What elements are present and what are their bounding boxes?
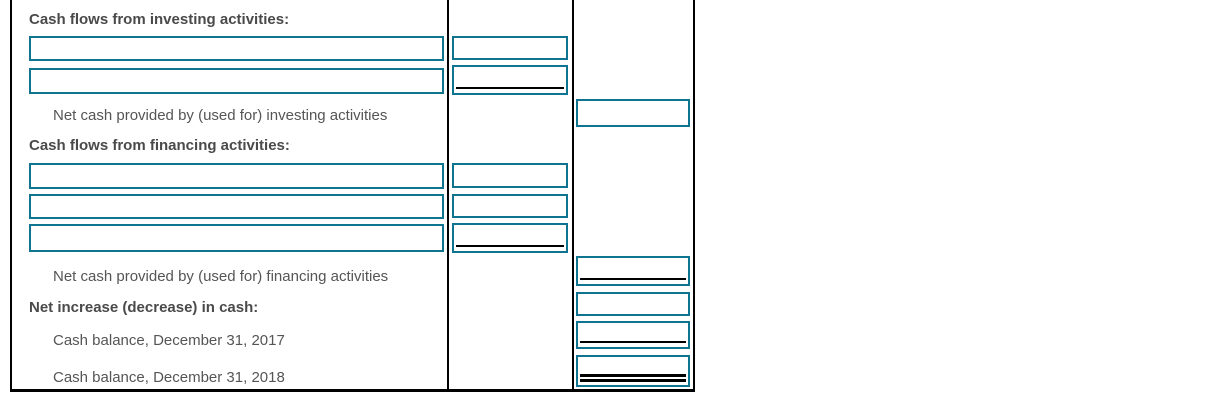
financing-line1-description-field[interactable] bbox=[31, 165, 442, 187]
net-increase-field[interactable] bbox=[578, 294, 688, 314]
cash-balance-2018-field[interactable] bbox=[578, 357, 688, 385]
financing-line2-amount-input[interactable] bbox=[452, 194, 568, 218]
financing-line3-amount-input[interactable] bbox=[452, 223, 568, 253]
financing-line3-amount-field[interactable] bbox=[454, 225, 566, 251]
financing-line1-amount-field[interactable] bbox=[454, 165, 566, 186]
cash-balance-2017-field[interactable] bbox=[578, 323, 688, 347]
table-right-border bbox=[693, 0, 695, 392]
investing-line2-amount-field[interactable] bbox=[454, 67, 566, 93]
net-investing-total-field[interactable] bbox=[578, 101, 688, 125]
financing-section-heading: Cash flows from financing activities: bbox=[29, 137, 290, 154]
investing-line1-amount-field[interactable] bbox=[454, 38, 566, 58]
table-left-border bbox=[10, 0, 12, 392]
financing-line1-description-input[interactable] bbox=[29, 163, 444, 189]
investing-line2-description-field[interactable] bbox=[31, 70, 442, 92]
cash-balance-2018-input[interactable] bbox=[576, 355, 690, 387]
cash-balance-2017-input[interactable] bbox=[576, 321, 690, 349]
financing-line3-description-input[interactable] bbox=[29, 224, 444, 252]
financing-line2-description-input[interactable] bbox=[29, 194, 444, 219]
net-increase-input[interactable] bbox=[576, 292, 690, 316]
table-column-divider-2 bbox=[572, 0, 574, 392]
investing-line1-amount-input[interactable] bbox=[452, 36, 568, 60]
net-financing-total-field[interactable] bbox=[578, 258, 688, 284]
financing-line1-amount-input[interactable] bbox=[452, 163, 568, 188]
investing-line1-description-field[interactable] bbox=[31, 38, 442, 59]
financing-line2-amount-field[interactable] bbox=[454, 196, 566, 216]
financing-line3-description-field[interactable] bbox=[31, 226, 442, 250]
table-bottom-border bbox=[10, 389, 695, 392]
cash-balance-2018-label: Cash balance, December 31, 2018 bbox=[53, 369, 285, 386]
net-investing-total-input[interactable] bbox=[576, 99, 690, 127]
table-column-divider-1 bbox=[447, 0, 449, 392]
net-financing-total-input[interactable] bbox=[576, 256, 690, 286]
cash-balance-2017-label: Cash balance, December 31, 2017 bbox=[53, 332, 285, 349]
investing-line1-description-input[interactable] bbox=[29, 36, 444, 61]
financing-line2-description-field[interactable] bbox=[31, 196, 442, 217]
net-increase-label: Net increase (decrease) in cash: bbox=[29, 299, 259, 316]
net-financing-label: Net cash provided by (used for) financin… bbox=[53, 268, 389, 285]
net-investing-label: Net cash provided by (used for) investin… bbox=[53, 107, 388, 124]
investing-section-heading: Cash flows from investing activities: bbox=[29, 11, 290, 28]
investing-line2-description-input[interactable] bbox=[29, 68, 444, 94]
investing-line2-amount-input[interactable] bbox=[452, 65, 568, 95]
